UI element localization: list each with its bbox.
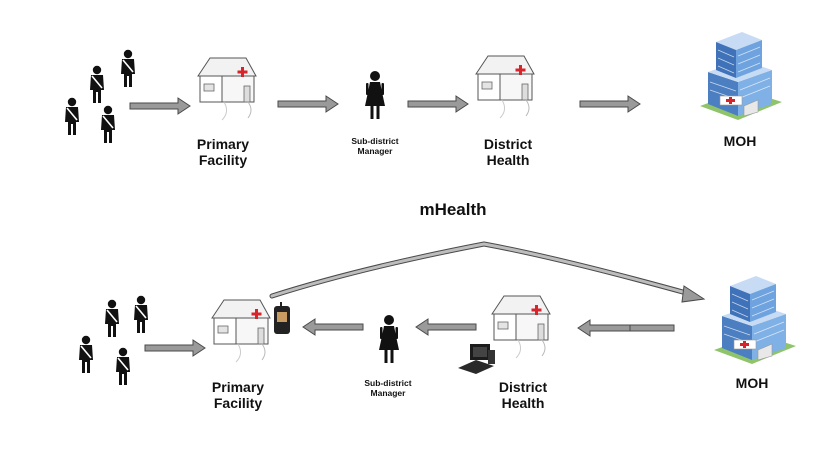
top-arrow-1 — [129, 97, 191, 115]
top-primary-facility-line2: Facility — [198, 151, 248, 168]
bottom-arrow-2 — [302, 318, 364, 336]
bottom-arrow-4-tail — [629, 324, 675, 332]
bottom-primary-facility-house-icon — [211, 299, 271, 363]
bottom-district-health-line2: Health — [501, 394, 545, 411]
bottom-arrow-3 — [415, 318, 477, 336]
top-moh-hospital-icon — [699, 31, 783, 121]
page-title: mHealth — [419, 200, 487, 219]
bottom-district-health-line1: District — [498, 379, 548, 395]
top-sub-district-line2: Manager — [357, 145, 393, 156]
bottom-moh-label: MOH — [735, 375, 769, 391]
bottom-sub-district-manager-label: Sub-district Manager — [351, 378, 425, 398]
top-district-health-label: District Health — [473, 136, 543, 168]
bottom-curved-arrow — [269, 241, 706, 303]
top-district-health-house-icon — [475, 55, 535, 119]
top-sub-district-manager-label: Sub-district Manager — [338, 136, 412, 156]
bottom-district-health-label: District Health — [488, 379, 558, 411]
top-sub-district-line1: Sub-district — [351, 136, 399, 146]
top-arrow-4 — [579, 95, 641, 113]
bottom-sub-district-line1: Sub-district — [364, 378, 412, 388]
bottom-arrow-4 — [577, 319, 639, 337]
top-primary-facility-line1: Primary — [196, 136, 250, 152]
top-primary-facility-label: Primary Facility — [188, 136, 258, 168]
top-community-group — [64, 48, 136, 144]
computer-icon — [458, 344, 495, 374]
bottom-primary-facility-line2: Facility — [213, 394, 263, 411]
bottom-sub-district-line2: Manager — [370, 387, 406, 398]
top-moh-label: MOH — [723, 133, 757, 149]
bottom-community-group — [78, 294, 149, 386]
bottom-primary-facility-label: Primary Facility — [203, 379, 273, 411]
bottom-manager-icon — [379, 315, 399, 363]
bottom-moh-hospital-icon — [713, 275, 797, 365]
mobile-phone-icon — [274, 302, 290, 334]
top-manager-icon — [365, 71, 385, 119]
bottom-primary-facility-line1: Primary — [211, 379, 265, 395]
top-district-health-line1: District — [483, 136, 533, 152]
bottom-arrow-1 — [144, 339, 206, 357]
top-arrow-3 — [407, 95, 469, 113]
top-arrow-2 — [277, 95, 339, 113]
bottom-district-health-house-icon — [491, 295, 551, 359]
top-district-health-line2: Health — [486, 151, 530, 168]
top-primary-facility-house-icon — [197, 57, 257, 121]
